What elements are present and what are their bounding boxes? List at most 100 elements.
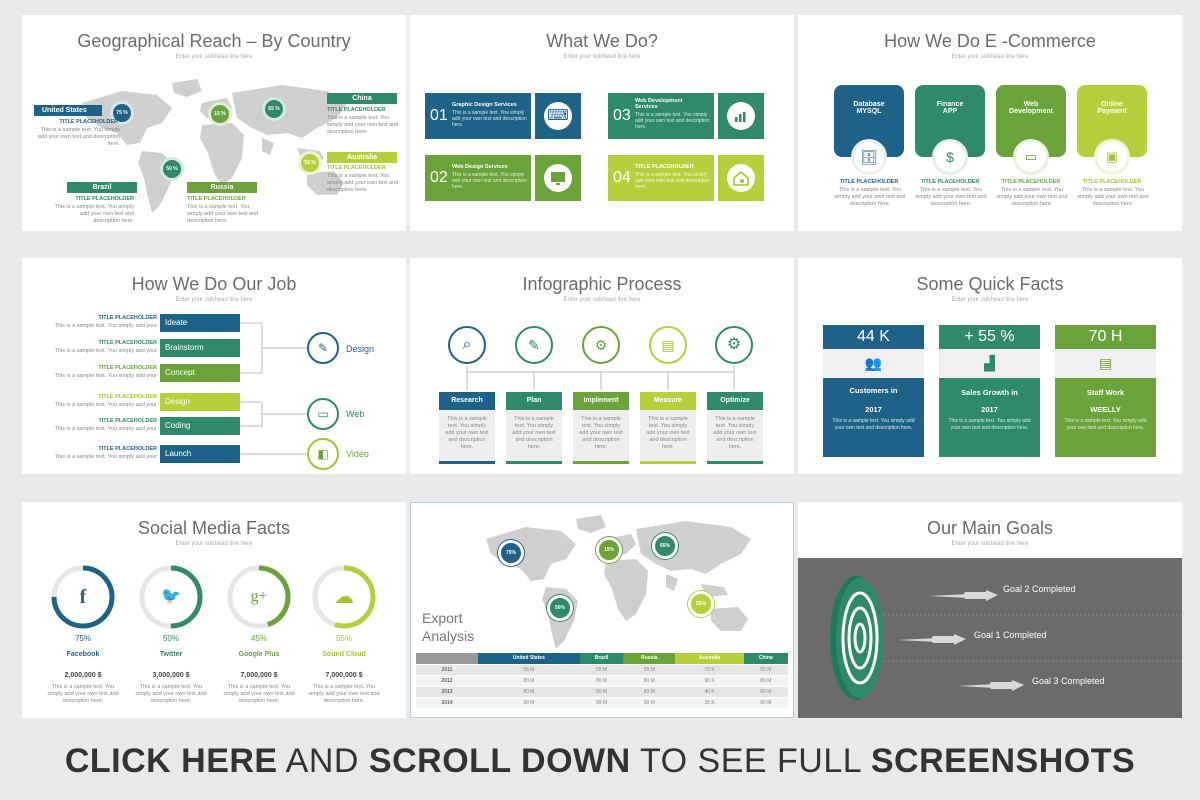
sample-text: This is a sample text. You simply add yo… — [327, 173, 399, 193]
title-placeholder: TITLE PLACEHOLDER — [59, 119, 118, 125]
service-name: Web Development Services — [635, 98, 683, 110]
social-amount: 7,000,000 $ — [240, 672, 278, 679]
facebook-icon: f — [79, 586, 87, 608]
laptop-icon: ▭ — [307, 398, 339, 430]
fact-card: 70 H ▤ Staff Work WEELLY This is a sampl… — [1055, 325, 1156, 457]
service-icon-box — [718, 155, 764, 201]
cta-screenshots: SCREENSHOTS — [870, 742, 1136, 780]
title-placeholder: TITLE PLACEHOLDER — [327, 107, 386, 113]
fact-card: + 55 % ▟ Sales Growth in 2017 This is a … — [939, 325, 1040, 457]
title-placeholder: TITLE PLACEHOLDER — [75, 196, 134, 202]
process-card: Measure This is a sample text. You simpl… — [640, 392, 696, 464]
growth-chart-icon: ▟ — [939, 349, 1040, 378]
title-placeholder: TITLE PLACEHOLDER — [839, 179, 899, 185]
slide-subhead: Enter your subhead line here — [951, 297, 1029, 303]
title-placeholder: TITLE PLACEHOLDER — [98, 340, 157, 346]
fact-text: This is a sample text. You simply add yo… — [1064, 418, 1147, 431]
process-card: Research This is a sample text. You simp… — [439, 392, 495, 464]
slide-title: Geographical Reach – By Country — [77, 31, 351, 51]
video-icon: ◧ — [307, 438, 339, 470]
table-row: 2012 80 M 80 M 80 M 90 K 80 M — [416, 675, 788, 687]
house-eye-icon — [727, 164, 755, 192]
title-placeholder: TITLE PLACEHOLDER — [920, 179, 980, 185]
table-cell: 80 M — [743, 675, 788, 687]
slide-export-analysis[interactable]: 75% 15% 65% 50% 55% Export Analysis Unit… — [410, 502, 794, 718]
table-cell: 80 M — [623, 675, 676, 687]
slide-subhead: Enter your subhead line here — [563, 54, 641, 60]
map-pct-circle: 65% — [652, 533, 678, 559]
country-label-china: China — [327, 93, 397, 104]
fact-line1: Staff Work — [1086, 388, 1125, 397]
social-name: Sound Cloud — [322, 651, 366, 658]
google-plus-icon: g+ — [250, 588, 268, 605]
goal-label: Goal 1 Completed — [974, 630, 1047, 640]
cta-click-here[interactable]: CLICK HERE — [64, 742, 278, 780]
card-line1: Online — [1101, 101, 1123, 108]
table-cell: 80 M — [743, 697, 788, 709]
card-line1: Web — [1023, 101, 1039, 108]
slide-social-media-facts[interactable]: Social Media Facts Enter your subhead li… — [22, 502, 406, 718]
pct-circle: 15 % — [208, 102, 232, 126]
table-cell: 55 M — [579, 664, 624, 676]
keyboard-icon: ⌨ — [544, 102, 572, 130]
table-cell: 55 M — [743, 664, 788, 676]
social-rings — [51, 565, 376, 629]
service-card: 03 Web Development Services This is a sa… — [608, 93, 714, 139]
table-cell: 99 M — [478, 697, 580, 709]
row-text: This is a sample text. You simply add yo… — [54, 402, 157, 408]
pct-circle: 75 % — [110, 101, 134, 125]
fact-value: 70 H — [1055, 325, 1156, 349]
title-placeholder: TITLE PLACEHOLDER — [98, 394, 157, 400]
service-name: Web Design Services — [452, 164, 508, 170]
table-cell: 2013 — [416, 686, 478, 698]
step-label: Optimize — [707, 392, 763, 410]
slide-how-we-do-our-job[interactable]: How We Do Our Job Enter your subhead lin… — [22, 258, 406, 474]
title-placeholder: TITLE PLACEHOLDER — [98, 315, 157, 321]
service-text: This is a sample text. You simply add yo… — [452, 110, 527, 128]
goal-label: Goal 3 Completed — [1032, 676, 1105, 686]
service-icon-box — [718, 93, 764, 139]
slide-main-goals[interactable]: Our Main Goals Enter your subhead line h… — [798, 502, 1182, 718]
table-cell: 2014 — [416, 697, 478, 709]
slide-what-we-do[interactable]: What We Do? Enter your subhead line here… — [410, 15, 794, 231]
process-connectors — [466, 366, 735, 390]
slide-geographical-reach[interactable]: Geographical Reach – By Country Enter yo… — [22, 15, 406, 231]
fact-line1: Customers in — [849, 386, 898, 395]
service-number: 01 — [430, 107, 448, 124]
slide-infographic-process[interactable]: Infographic Process Enter your subhead l… — [410, 258, 794, 474]
row-text: This is a sample text. You simply add yo… — [54, 323, 157, 329]
step-design: Design — [160, 393, 240, 411]
card-line2: Payment — [1097, 108, 1127, 115]
slide-title: How We Do Our Job — [131, 274, 297, 294]
slide-title: Some Quick Facts — [916, 274, 1064, 294]
sample-text: This is a sample text. You simply add yo… — [187, 204, 259, 224]
slide-quick-facts[interactable]: Some Quick Facts Enter your subhead line… — [798, 258, 1182, 474]
fact-line2: 2017 — [865, 405, 882, 414]
footer-cta[interactable]: CLICK HERE AND SCROLL DOWN TO SEE FULL S… — [0, 742, 1200, 781]
row-text: This is a sample text. You simply add yo… — [54, 373, 157, 379]
map-pct-circle: 50% — [547, 595, 573, 621]
service-card: 02 Web Design Services This is a sample … — [425, 155, 531, 201]
social-amount: 2,000,000 $ — [64, 672, 102, 679]
fact-text: This is a sample text. You simply add yo… — [832, 418, 915, 431]
cloud-icon: ☁ — [334, 586, 354, 608]
table-header-cell — [416, 653, 478, 665]
country-label-russia: Russia — [187, 182, 257, 193]
slide-subhead: Enter your subhead line here — [175, 54, 253, 60]
slide-title: Social Media Facts — [137, 518, 291, 538]
slide-ecommerce[interactable]: How We Do E -Commerce Enter your subhead… — [798, 15, 1182, 231]
search-icon: ⌕ — [448, 326, 486, 364]
title-placeholder: TITLE PLACEHOLDER — [98, 418, 157, 424]
fact-line2: WEELLY — [1090, 405, 1121, 414]
output-video: Video — [346, 449, 369, 459]
table-cell: 80 M — [579, 675, 624, 687]
twitter-icon: 🐦 — [161, 588, 181, 605]
table-cell: 2012 — [416, 675, 478, 687]
monitor-icon — [544, 164, 572, 192]
service-number: 02 — [430, 169, 448, 186]
pct-circle: 55 % — [298, 151, 322, 175]
slide-title: How We Do E -Commerce — [884, 31, 1096, 51]
step-coding: Coding — [160, 417, 240, 435]
service-name: TITLE PLACEHOLDER — [635, 164, 694, 170]
fact-card: 44 K 👥 Customers in 2017 This is a sampl… — [823, 325, 924, 457]
